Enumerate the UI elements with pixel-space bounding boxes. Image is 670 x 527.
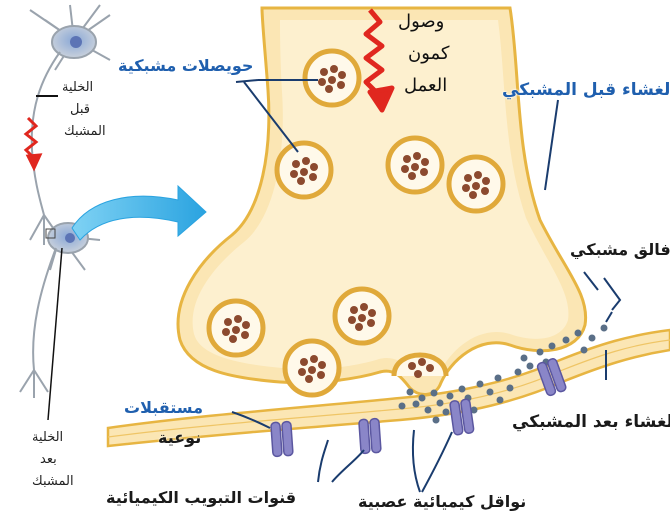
action-potential-label-3: العمل [404,73,447,99]
vesicle [209,301,263,355]
vesicle [449,157,503,211]
vesicle [388,138,442,192]
receptors-label-1: مستقبلات [124,398,203,417]
vesicle [285,341,339,395]
channel [450,399,475,435]
synaptic-vesicles-label: حويصلات مشبكية [118,56,253,75]
presynaptic-cell-label-3: المشبك [64,122,106,142]
pointer-postsyn-cell [48,248,62,420]
postsynaptic-cell-label-1: الخلية [32,428,63,448]
presynaptic-membrane-label: الغشاء قبل المشبكي [502,80,670,100]
zoom-arrow [72,186,206,240]
neurotransmitters-label: نواقل كيميائية عصبية [358,492,526,511]
neuron-illustration [20,5,110,398]
postsynaptic-cell-label-3: المشبك [32,472,74,492]
synaptic-cleft-label: فالق مشبكي [570,240,670,259]
presynaptic-cell-label-1: الخلية [62,78,93,98]
vesicle [335,289,389,343]
receptors-label-2: نوعية [158,428,201,447]
chemical-channels-label: قنوات التبويب الكيميائية [106,488,296,507]
action-potential-label-1: وصول [398,9,444,35]
postsynaptic-membrane-label: الغشاء بعد المشبكي [512,412,670,432]
vesicle [305,51,359,105]
channel [271,421,293,456]
postsynaptic-cell-label-2: بعد [40,450,57,470]
vesicle [277,143,331,197]
presynaptic-cell-label-2: قبل [70,100,90,120]
fusing-vesicle [394,355,446,378]
action-potential-label-2: كمون [408,41,450,67]
channel [359,418,381,453]
